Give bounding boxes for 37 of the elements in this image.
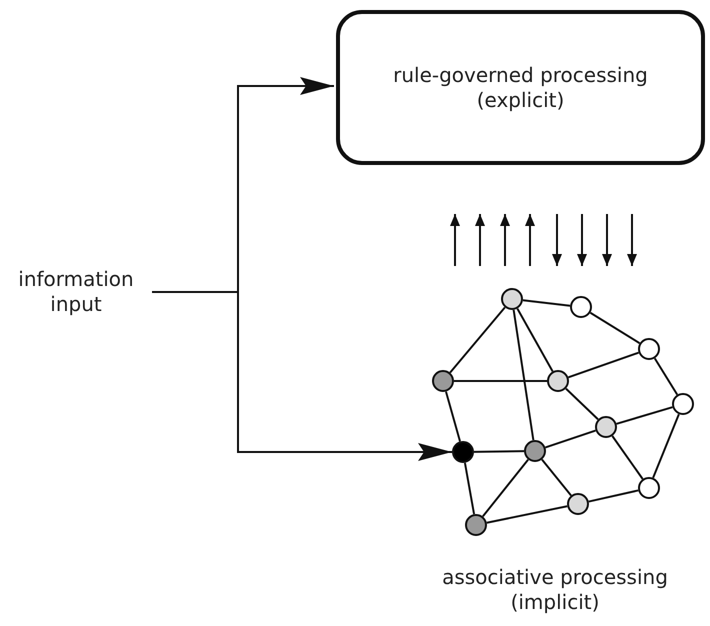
network-unit-circle [567, 493, 589, 515]
network-link [545, 430, 596, 448]
network-unit-circle [570, 296, 592, 318]
network-link [486, 505, 568, 524]
network-unit-circle [547, 370, 569, 392]
network-link [612, 435, 644, 480]
arrow [152, 291, 452, 461]
input-text: information input [17, 267, 135, 317]
network-link [565, 388, 599, 420]
network-link [522, 299, 570, 307]
network-link [590, 312, 640, 344]
network-unit-circle [432, 370, 454, 392]
network-link [588, 489, 638, 503]
network-link [616, 406, 673, 425]
network-link [482, 458, 529, 518]
box-label: rule-governed processing (explicit) [392, 62, 649, 112]
network-link [512, 310, 534, 440]
network-unit-circle [465, 514, 487, 536]
network-link [652, 414, 680, 478]
network-unit-circle [452, 441, 474, 463]
network-link [541, 458, 572, 496]
network-unit-circle [638, 338, 660, 360]
network-unit-circle [672, 393, 694, 415]
network-unit-circle [524, 440, 546, 462]
network-unit-circle [501, 288, 523, 310]
network-link [449, 306, 506, 374]
network-link [464, 462, 476, 514]
network-link [474, 450, 524, 453]
network-link [445, 391, 461, 442]
process-box [336, 10, 705, 165]
network-link [516, 308, 554, 372]
network-link [654, 358, 678, 396]
network-link [454, 380, 547, 382]
network-caption: associative processing (implicit) [441, 565, 669, 615]
network-unit-circle [595, 416, 617, 438]
network-unit-circle [638, 477, 660, 499]
network-link [568, 352, 639, 378]
